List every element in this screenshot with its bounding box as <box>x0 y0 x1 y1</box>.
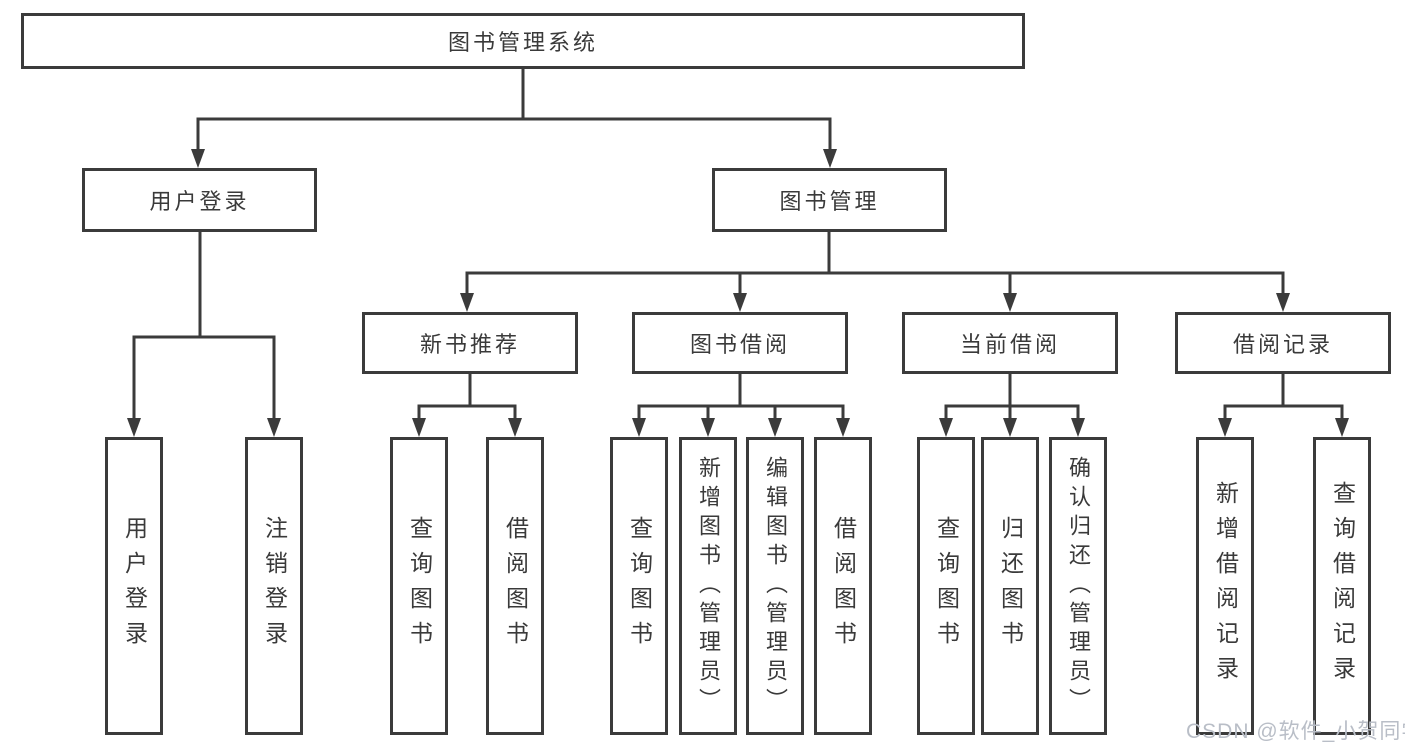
node-label: 当前借阅 <box>959 332 1060 357</box>
node-current-borrowing: 当前借阅 <box>902 312 1118 374</box>
connector-current-borrowing-to-leaves <box>944 374 1080 421</box>
leaf-query-borrow-record: 查询借阅记录 <box>1313 437 1371 735</box>
leaf-label: 查询图书 <box>406 516 433 656</box>
node-label: 图书管理系统 <box>447 30 598 55</box>
connector-book-borrowing-to-leaves <box>637 374 845 421</box>
connector-user-login-to-leaves <box>132 232 276 421</box>
connector-root-to-level2 <box>196 69 832 152</box>
csdn-watermark: CSDN @软件_小贺同学 <box>1186 720 1405 743</box>
leaf-add-books-admin: 新增图书（管理员） <box>679 437 737 735</box>
leaf-user-login: 用户登录 <box>105 437 163 735</box>
node-label: 用户登录 <box>149 189 250 214</box>
leaf-label: 查询借阅记录 <box>1329 481 1356 691</box>
node-book-management: 图书管理 <box>712 168 947 232</box>
connector-book-management-to-level3 <box>465 232 1285 296</box>
arrowheads <box>127 149 1349 437</box>
connector-new-book-to-leaves <box>417 374 517 421</box>
leaf-edit-books-admin: 编辑图书（管理员） <box>746 437 804 735</box>
leaf-borrow-books-borrowing: 借阅图书 <box>814 437 872 735</box>
leaf-logout: 注销登录 <box>245 437 303 735</box>
leaf-label: 用户登录 <box>121 516 148 656</box>
leaf-confirm-return-admin: 确认归还（管理员） <box>1049 437 1107 735</box>
leaf-borrow-books-recommend: 借阅图书 <box>486 437 544 735</box>
node-label: 图书管理 <box>779 189 880 214</box>
leaf-query-books-borrowing: 查询图书 <box>610 437 668 735</box>
leaf-label: 借阅图书 <box>502 516 529 656</box>
leaf-add-borrow-record: 新增借阅记录 <box>1196 437 1254 735</box>
leaf-query-books-recommend: 查询图书 <box>390 437 448 735</box>
node-label: 图书借阅 <box>689 332 790 357</box>
leaf-label: 新增借阅记录 <box>1212 481 1239 691</box>
leaf-label: 借阅图书 <box>830 516 857 656</box>
node-new-book-recommendation: 新书推荐 <box>362 312 578 374</box>
node-user-login: 用户登录 <box>82 168 317 232</box>
leaf-query-books-current: 查询图书 <box>917 437 975 735</box>
node-library-management-system: 图书管理系统 <box>21 13 1025 69</box>
node-borrowing-records: 借阅记录 <box>1175 312 1391 374</box>
node-label: 新书推荐 <box>419 332 520 357</box>
leaf-return-books: 归还图书 <box>981 437 1039 735</box>
leaf-label: 查询图书 <box>626 516 653 656</box>
leaf-label: 归还图书 <box>997 516 1024 656</box>
leaf-label: 新增图书（管理员） <box>696 455 721 717</box>
node-book-borrowing: 图书借阅 <box>632 312 848 374</box>
leaf-label: 确认归还（管理员） <box>1066 455 1091 717</box>
connector-borrow-records-to-leaves <box>1223 374 1344 421</box>
leaf-label: 注销登录 <box>261 516 288 656</box>
node-label: 借阅记录 <box>1232 332 1333 357</box>
leaf-label: 查询图书 <box>933 516 960 656</box>
leaf-label: 编辑图书（管理员） <box>763 455 788 717</box>
